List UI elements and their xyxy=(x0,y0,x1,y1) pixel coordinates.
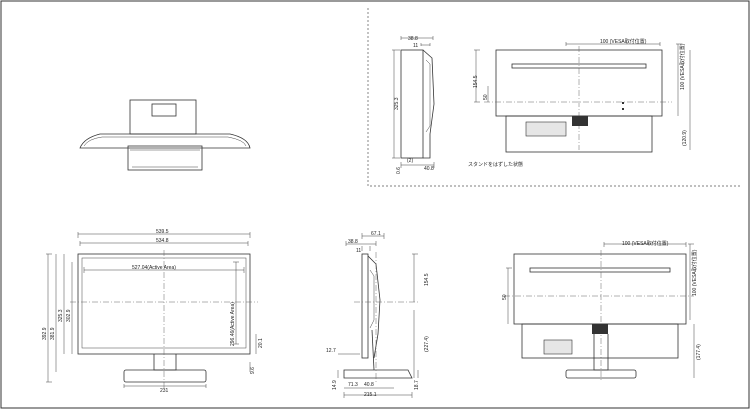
side-view-bottom: 67.1 38.8 11 154.5 (227.4) 12.7 14.9 71.… xyxy=(326,231,430,398)
stand-base-top xyxy=(127,145,203,171)
front-view: 539.5 534.8 527.04(Active Area) 296.46(A… xyxy=(42,229,264,394)
vesa-v-bottom: 100 (VESA取付位置) xyxy=(691,249,698,296)
dim-front-h4: 302.9 xyxy=(66,309,72,322)
side-b-back xyxy=(367,255,381,359)
dim-side-b-top1: 67.1 xyxy=(371,231,381,237)
side-view-top: 38.8 11 325.3 (2) 0.6 40.8 xyxy=(392,36,435,174)
dim-rear-b-left: 50 xyxy=(502,294,508,300)
rear-connector-top xyxy=(572,116,588,126)
vent-slot-bottom xyxy=(529,267,671,273)
rear-panel-bottom xyxy=(513,253,687,325)
dim-side-b-base2: 40.8 xyxy=(364,382,374,388)
rear-view-bottom: 100 (VESA取付位置) 50 100 (VESA取付位置) (177.4) xyxy=(502,240,702,380)
side-b-base xyxy=(343,369,413,379)
dim-rear-left2: 50 xyxy=(483,94,489,100)
vesa-h-bottom: 100 (VESA取付位置) xyxy=(622,240,669,247)
dim-side-height: 325.3 xyxy=(394,97,400,110)
dim-side-b-h1: 154.5 xyxy=(424,273,430,286)
monitor-top-edge xyxy=(79,133,251,149)
section-separator xyxy=(367,8,740,187)
front-base xyxy=(123,369,207,383)
dim-side-b-top2: 38.8 xyxy=(348,239,358,245)
dim-side-base3: 40.8 xyxy=(424,166,434,172)
front-neck xyxy=(153,354,177,371)
dim-rear-b-right: (177.4) xyxy=(696,344,702,360)
dim-side-b-right: 18.7 xyxy=(414,380,420,390)
dim-front-right1: 20.1 xyxy=(258,338,264,348)
caption-stand-removed: スタンドをはずした状態 xyxy=(468,161,523,168)
side-back xyxy=(422,49,435,159)
rear-label-bottom xyxy=(543,339,573,355)
side-body xyxy=(400,49,424,159)
rear-base xyxy=(565,369,637,379)
dim-side-b-base1: 71.3 xyxy=(348,382,358,388)
rear-view-top: 100 (VESA取付位置) 154.5 50 100 (VESA取付位置) (… xyxy=(468,38,691,168)
active-area-height: 296.46(Active Area) xyxy=(230,302,236,346)
dim-side-b-base3: 215.1 xyxy=(364,392,377,398)
stand-neck-inner xyxy=(151,103,177,117)
dim-side-b-h2: (227.4) xyxy=(424,336,430,352)
dim-side-b-left2: 14.9 xyxy=(332,380,338,390)
vesa-h-top: 100 (VESA取付位置) xyxy=(600,38,647,45)
dim-front-h1: 392.9 xyxy=(42,327,48,340)
dim-front-h2: 381.9 xyxy=(50,327,56,340)
side-b-neck xyxy=(371,329,375,371)
rear-label-top xyxy=(525,121,567,137)
dim-side-b-top3: 11 xyxy=(356,248,361,254)
dim-side-b-left1: 12.7 xyxy=(326,348,336,354)
rear-connector-bottom xyxy=(592,324,608,334)
dim-front-width1: 539.5 xyxy=(156,229,169,235)
active-area-width: 527.04(Active Area) xyxy=(132,265,176,271)
dim-side-mid: 11 xyxy=(413,43,418,49)
side-b-body xyxy=(361,253,369,359)
dim-rear-right: (120.9) xyxy=(682,130,688,146)
dim-side-top: 38.8 xyxy=(408,36,418,42)
vesa-v-top: 100 (VESA取付位置) xyxy=(679,43,686,90)
dim-front-h3: 325.3 xyxy=(58,309,64,322)
dim-side-base1: (2) xyxy=(407,158,413,164)
dim-front-width2: 534.8 xyxy=(156,238,169,244)
dim-front-right2: 9.6 xyxy=(250,367,256,374)
stand-neck-top xyxy=(129,99,197,135)
top-view xyxy=(79,99,251,171)
dim-side-base2: 0.6 xyxy=(396,167,402,174)
dim-front-base: 231 xyxy=(160,388,169,394)
dim-rear-left1: 154.5 xyxy=(473,75,479,88)
